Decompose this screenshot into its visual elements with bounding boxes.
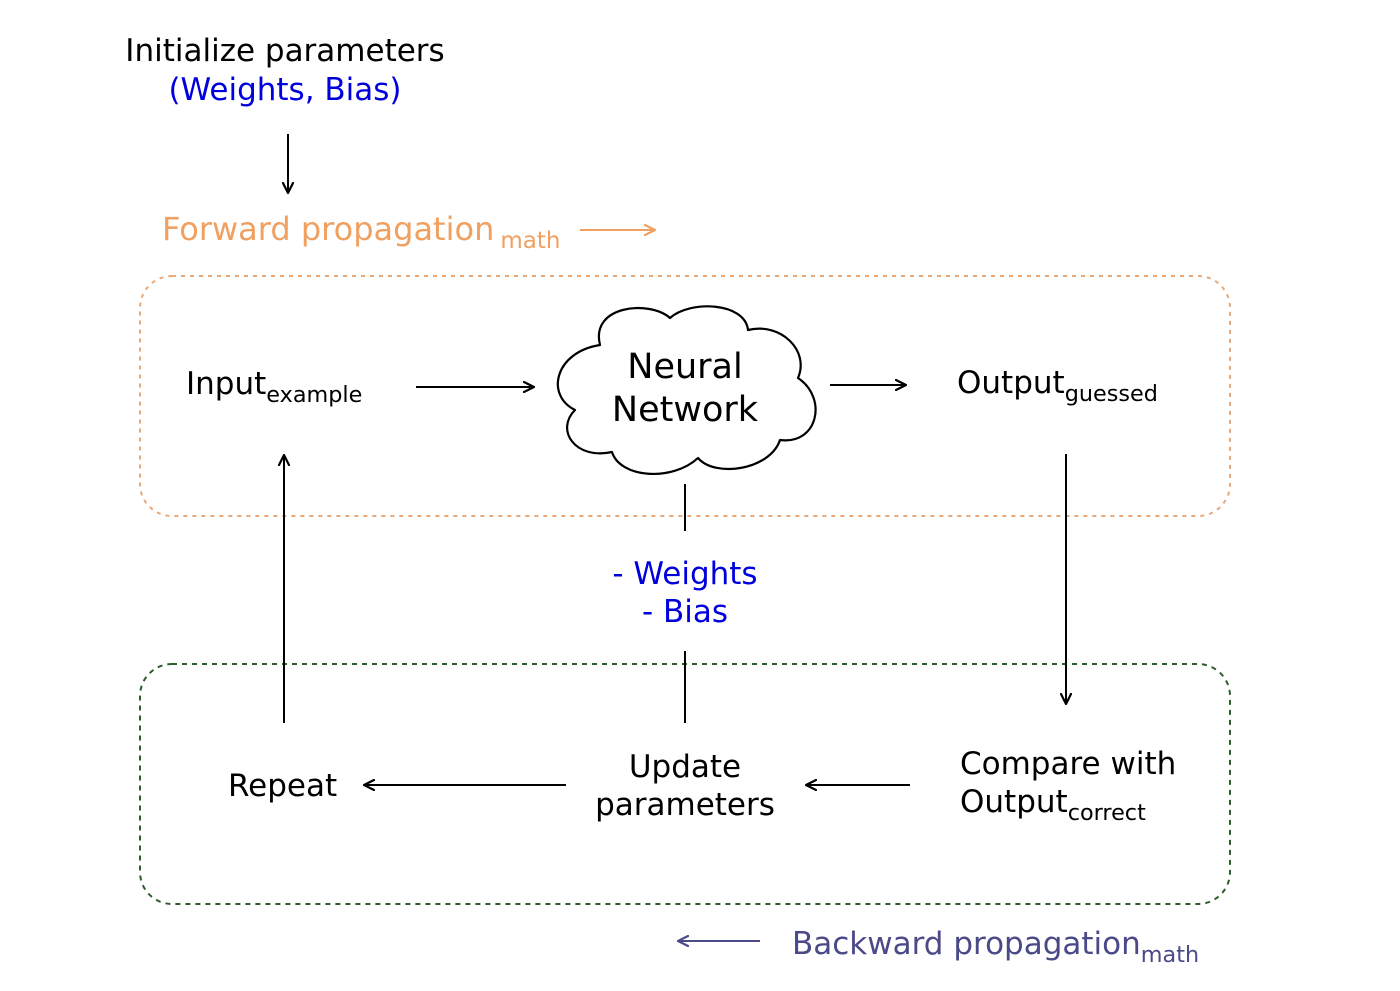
- parameters-label: - Weights - Bias: [585, 559, 785, 628]
- input-sub: example: [266, 381, 363, 408]
- network-line2: Network: [611, 390, 759, 430]
- backward-label-text: Backward propagation: [792, 926, 1141, 962]
- init-line1: Initialize parameters: [125, 33, 445, 69]
- input-example-node: Inputexample: [186, 369, 362, 406]
- compare-main: Output: [960, 784, 1068, 820]
- output-sub: guessed: [1064, 380, 1158, 407]
- compare-sub: correct: [1067, 799, 1146, 826]
- compare-line1: Compare with: [960, 746, 1177, 782]
- forward-label-sub: math: [500, 228, 561, 255]
- backward-label-sub: math: [1140, 941, 1200, 968]
- repeat-node: Repeat: [228, 768, 338, 804]
- init-line2: (Weights, Bias): [168, 72, 402, 108]
- output-main: Output: [957, 365, 1065, 401]
- forward-label-text: Forward propagation: [162, 210, 495, 248]
- network-line1: Neural: [627, 347, 743, 387]
- backward-propagation-label: Backward propagationmath: [792, 929, 1199, 966]
- input-main: Input: [186, 366, 267, 402]
- init-title: Initialize parameters (Weights, Bias): [110, 36, 460, 106]
- update-line2: parameters: [595, 787, 775, 823]
- cloud-icon: [556, 305, 817, 476]
- params-bias: - Bias: [641, 594, 729, 630]
- neural-network-node: Neural Network: [585, 350, 785, 428]
- params-weights: - Weights: [612, 556, 758, 592]
- update-parameters-node: Update parameters: [575, 752, 795, 821]
- update-line1: Update: [628, 749, 742, 785]
- compare-node: Compare with Outputcorrect: [960, 749, 1176, 824]
- forward-propagation-box: [139, 275, 1231, 517]
- compare-line2: Outputcorrect: [960, 787, 1176, 824]
- output-guessed-node: Outputguessed: [957, 368, 1158, 405]
